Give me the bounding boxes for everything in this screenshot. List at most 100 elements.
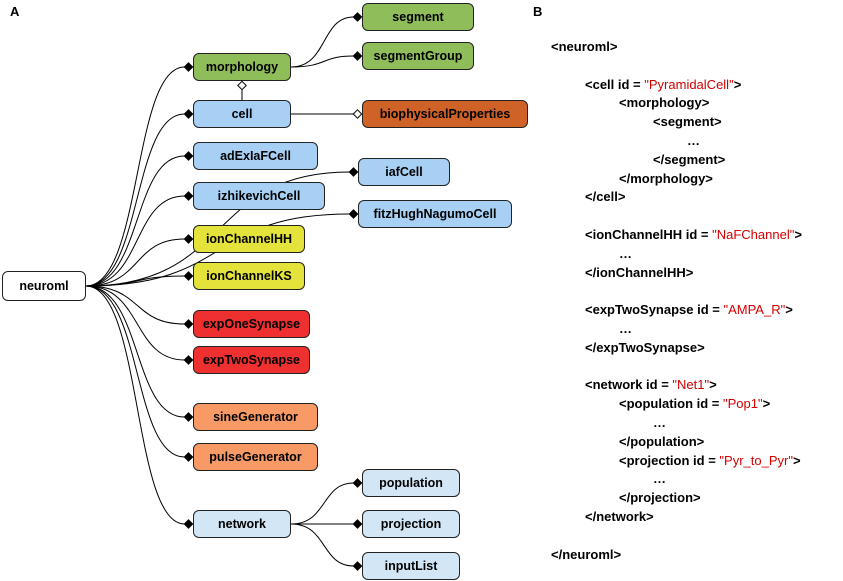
edge-neuroml-izhikevichcell-diamond <box>183 191 194 201</box>
node-input-list: inputList <box>362 552 460 580</box>
xml-attribute-value: "Pyr_to_Pyr" <box>719 452 793 468</box>
panel-label-a: A <box>10 4 20 19</box>
xml-line: <morphology> <box>619 95 709 111</box>
xml-line: <ionChannelHH id = "NaFChannel"> <box>585 227 802 243</box>
edge-network-projection-diamond <box>352 519 363 529</box>
xml-line: </expTwoSynapse> <box>585 340 705 356</box>
edge-network-population-diamond <box>352 478 363 488</box>
xml-tag-text: <segment> <box>653 114 722 130</box>
edge-morphology-segmentgroup <box>290 55 354 68</box>
panel-label-b: B <box>533 4 543 19</box>
edge-neuroml-pulsegenerator <box>85 285 185 458</box>
xml-line: … <box>619 321 632 337</box>
xml-tag-text: </expTwoSynapse> <box>585 339 705 355</box>
edge-neuroml-ionchannelhh <box>85 238 185 287</box>
xml-line: <neuroml> <box>551 39 617 55</box>
xml-line: </cell> <box>585 189 625 205</box>
edge-neuroml-exptwosynapse <box>85 285 185 361</box>
xml-attribute-value: "AMPA_R" <box>723 302 786 318</box>
edge-neuroml-ionchannelhh-diamond <box>183 234 194 244</box>
edge-neuroml-cell <box>85 113 185 287</box>
xml-line: <population id = "Pop1"> <box>619 396 770 412</box>
node-exp-two-synapse: expTwoSynapse <box>193 346 310 374</box>
edge-neuroml-sinegenerator <box>85 285 185 418</box>
node-ion-channel-ks: ionChannelKS <box>193 262 305 290</box>
edge-network-inputlist-diamond <box>352 561 363 571</box>
edge-cell-morphology-diamond <box>237 80 247 91</box>
xml-tag-text: <projection id = <box>619 452 720 468</box>
xml-tag-text: </neuroml> <box>551 546 622 562</box>
xml-tag-close: > <box>762 396 771 412</box>
edge-morphology-segmentgroup-diamond <box>352 51 363 61</box>
edge-neuroml-adexiafcell <box>85 155 185 287</box>
node-cell: cell <box>193 100 291 128</box>
edge-neuroml-exponesynapse-diamond <box>183 319 194 329</box>
xml-tag-text: <neuroml> <box>551 39 618 54</box>
edge-neuroml-pulsegenerator-diamond <box>183 452 194 462</box>
xml-attribute-value: "NaFChannel" <box>712 227 795 242</box>
xml-attribute-value: "Net1" <box>672 377 710 393</box>
node-morphology: morphology <box>193 53 291 81</box>
xml-line: </ionChannelHH> <box>585 265 693 281</box>
xml-tag-text: </population> <box>619 433 705 449</box>
xml-tag-text: … <box>619 245 632 261</box>
edge-neuroml-network-diamond <box>183 519 194 529</box>
xml-line: … <box>687 133 700 149</box>
node-exp-one-synapse: expOneSynapse <box>193 310 310 338</box>
xml-tag-text: <morphology> <box>619 95 710 111</box>
xml-tag-text: </projection> <box>619 490 701 506</box>
node-segment: segment <box>362 3 474 31</box>
xml-tag-text: <population id = <box>619 396 723 412</box>
xml-line: </segment> <box>653 152 725 168</box>
node-neuroml: neuroml <box>2 271 86 301</box>
xml-line: <projection id = "Pyr_to_Pyr"> <box>619 453 801 469</box>
node-ad-ex-ia-fcell: adExIaFCell <box>193 142 318 170</box>
xml-tag-text: <ionChannelHH id = <box>585 227 713 242</box>
xml-tag-text: <network id = <box>585 377 673 393</box>
node-sine-generator: sineGenerator <box>193 403 318 431</box>
xml-line: <segment> <box>653 114 722 130</box>
edge-neuroml-sinegenerator-diamond <box>183 412 194 422</box>
edge-neuroml-morphology <box>85 66 185 287</box>
xml-tag-text: … <box>687 133 700 148</box>
node-network: network <box>193 510 291 538</box>
xml-tag-text: </segment> <box>653 151 726 167</box>
node-biophysical-properties: biophysicalProperties <box>362 100 528 128</box>
edge-neuroml-izhikevichcell <box>85 195 185 287</box>
xml-tag-close: > <box>792 452 801 468</box>
node-pulse-generator: pulseGenerator <box>193 443 318 471</box>
xml-attribute-value: "Pop1" <box>723 396 763 412</box>
xml-tag-text: </morphology> <box>619 170 713 186</box>
edge-neuroml-exptwosynapse-diamond <box>183 355 194 365</box>
edge-network-inputlist <box>290 523 354 567</box>
edge-neuroml-adexiafcell-diamond <box>183 151 194 161</box>
node-population: population <box>362 469 460 497</box>
xml-tag-close: > <box>709 377 717 393</box>
node-ion-channel-hh: ionChannelHH <box>193 225 305 253</box>
xml-line: </morphology> <box>619 171 713 187</box>
node-projection: projection <box>362 510 460 538</box>
node-segment-group: segmentGroup <box>362 42 474 70</box>
xml-line: … <box>619 246 632 262</box>
xml-line: </neuroml> <box>551 547 621 563</box>
xml-line: </projection> <box>619 490 701 506</box>
edge-network-population <box>290 482 354 525</box>
edge-neuroml-morphology-diamond <box>183 62 194 72</box>
xml-tag-text: <cell id = <box>585 76 645 92</box>
xml-tag-close: > <box>733 76 742 92</box>
edge-cell-biophysicalproperties-diamond <box>352 109 363 119</box>
xml-tag-text: </network> <box>585 509 654 524</box>
edge-neuroml-cell-diamond <box>183 109 194 119</box>
node-iaf-cell: iafCell <box>358 158 450 186</box>
xml-line: <cell id = "PyramidalCell"> <box>585 77 741 93</box>
xml-tag-text: </cell> <box>585 189 626 205</box>
edge-neuroml-ionchannelks-diamond <box>183 271 194 281</box>
xml-tag-text: … <box>653 471 666 487</box>
xml-line: … <box>653 415 666 431</box>
edge-neuroml-iafcell-diamond <box>348 167 359 177</box>
xml-line: <expTwoSynapse id = "AMPA_R"> <box>585 302 793 318</box>
xml-line: </network> <box>585 509 654 525</box>
xml-tag-text: … <box>653 415 666 430</box>
xml-tag-close: > <box>794 227 802 242</box>
xml-tag-text: <expTwoSynapse id = <box>585 302 724 318</box>
